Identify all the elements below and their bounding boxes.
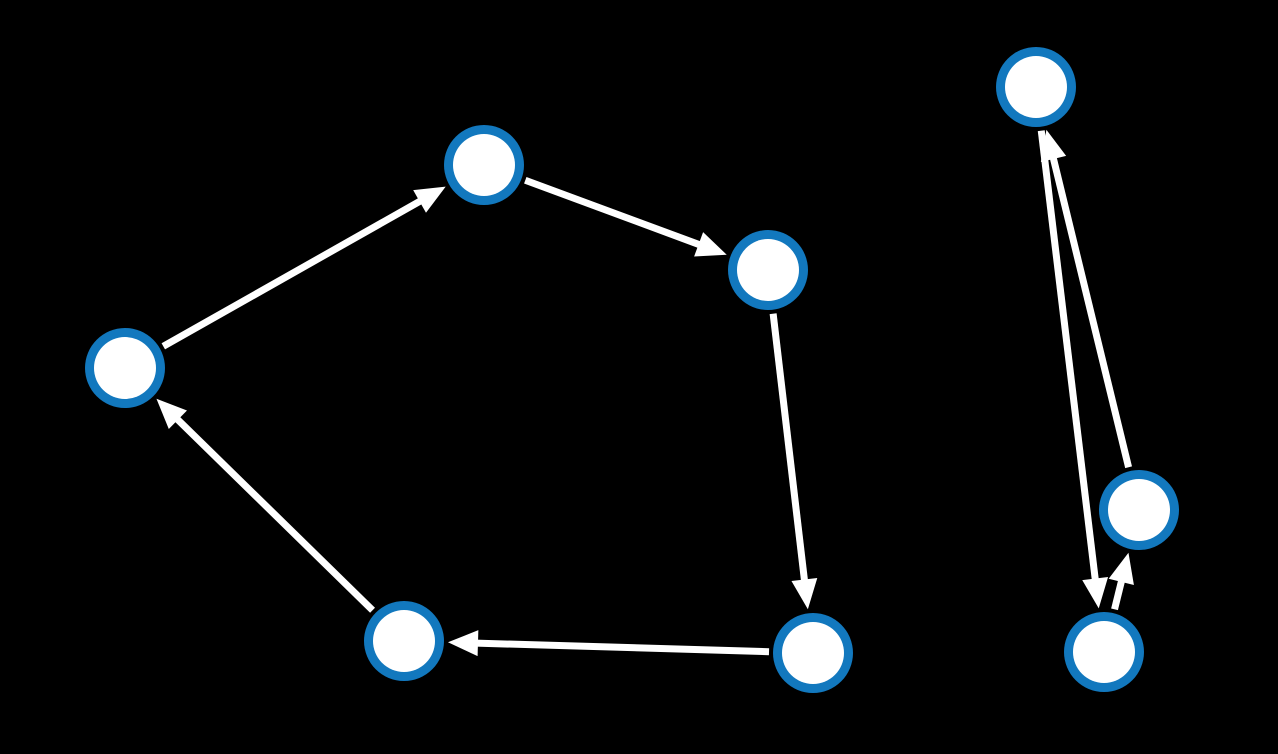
- edge-line: [161, 197, 424, 350]
- nodes-layer: [85, 47, 1179, 693]
- graph-node[interactable]: [1099, 470, 1179, 550]
- graph-edge: [156, 398, 375, 613]
- node-core: [94, 337, 156, 399]
- graph-edge: [524, 176, 727, 257]
- graph-edge: [1037, 130, 1109, 609]
- edge-line: [1037, 130, 1099, 581]
- graph-node[interactable]: [996, 47, 1076, 127]
- edge-line: [769, 313, 809, 582]
- graph-node[interactable]: [85, 328, 165, 408]
- graph-node[interactable]: [728, 230, 808, 310]
- node-core: [782, 622, 844, 684]
- graph-node[interactable]: [444, 125, 524, 205]
- graph-node[interactable]: [1064, 612, 1144, 692]
- edge-arrowhead: [791, 577, 818, 610]
- graph-edge: [1040, 129, 1132, 469]
- edge-line: [174, 415, 375, 613]
- graph-node[interactable]: [773, 613, 853, 693]
- node-core: [1073, 621, 1135, 683]
- node-core: [453, 134, 515, 196]
- edge-arrowhead: [156, 398, 187, 430]
- node-core: [737, 239, 799, 301]
- edge-arrowhead: [694, 232, 727, 257]
- graph-edge: [769, 313, 818, 610]
- edge-arrowhead: [413, 186, 446, 213]
- edge-arrowhead: [447, 630, 479, 657]
- graph-edge: [161, 186, 446, 350]
- graph-edge: [447, 630, 770, 657]
- edge-arrowhead: [1040, 129, 1067, 162]
- edge-line: [1111, 579, 1126, 611]
- edge-line: [475, 639, 770, 656]
- edge-arrowhead: [1082, 576, 1109, 609]
- edge-line: [1049, 156, 1132, 469]
- node-core: [373, 610, 435, 672]
- node-core: [1005, 56, 1067, 118]
- graph-edge: [1108, 552, 1134, 611]
- edge-arrowhead: [1108, 552, 1134, 585]
- node-core: [1108, 479, 1170, 541]
- edges-layer: [156, 129, 1134, 657]
- graph-node[interactable]: [364, 601, 444, 681]
- edge-line: [524, 176, 702, 249]
